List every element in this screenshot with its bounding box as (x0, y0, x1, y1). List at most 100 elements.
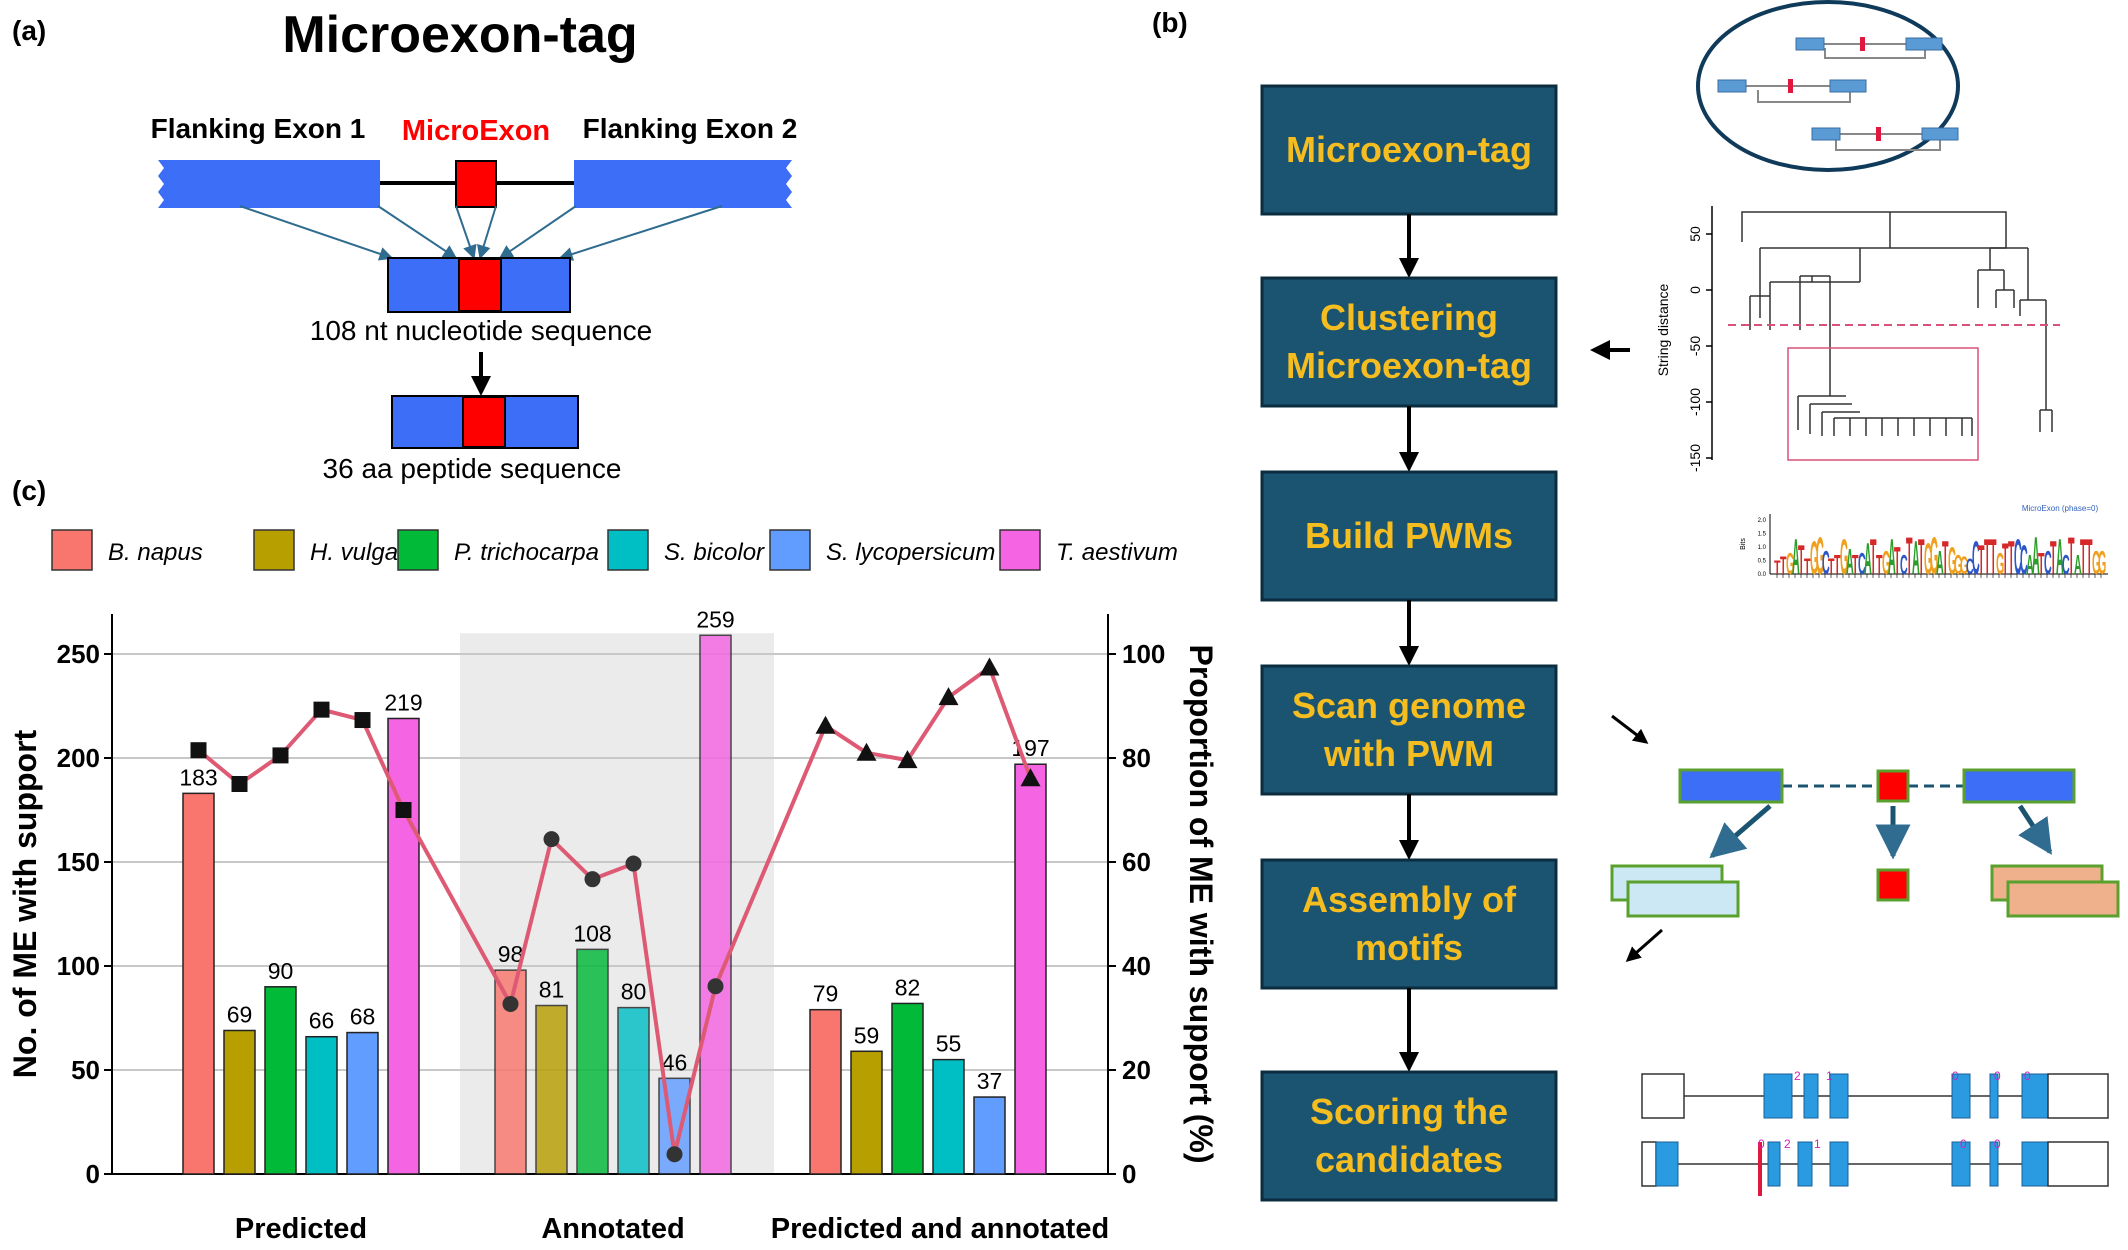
pwm-letter: G (1786, 546, 1794, 581)
transcript-oval (1696, 0, 1960, 172)
pwm-y-label: Bits (1740, 538, 1747, 550)
pwm-letter: T (2038, 546, 2045, 581)
bar (617, 1006, 650, 1175)
pwm-letter: T (1804, 554, 1811, 580)
bar (932, 1058, 965, 1175)
exon-sketch (1905, 37, 1943, 51)
legend-label-4: S. bicolor (664, 539, 765, 566)
pwm-letter: G (1924, 534, 1932, 584)
pwm-letter: T (1834, 550, 1841, 580)
bar (223, 1029, 256, 1175)
proportion-marker-circle (666, 1146, 683, 1163)
motif-box-right-front (2006, 880, 2120, 918)
scoring-utr-right (2047, 1073, 2109, 1119)
pwm-letter: T (1780, 552, 1787, 581)
proportion-marker-triangle (897, 750, 918, 769)
arrow (377, 205, 458, 259)
workflow-step-1 (1260, 84, 1558, 216)
dendrogram-branch (2039, 409, 2053, 432)
scoring-exon (1989, 1141, 1999, 1187)
bar (305, 1035, 338, 1175)
scoring-phase-mark: 2 (1794, 1069, 1801, 1083)
microexon-sketch (1788, 79, 1793, 93)
pwm-letter: T (1978, 537, 1985, 584)
scoring-phase-mark: 0 (1994, 1137, 2001, 1151)
dendrogram: 500-50-100-150 String distance (1655, 206, 2060, 472)
pwm-letter: T (1918, 528, 1925, 585)
exon-sketch (1829, 79, 1867, 93)
workflow-step-3-label: Build PWMs (1305, 515, 1513, 556)
pwm-letter: C (1966, 554, 1974, 580)
arrow (2017, 804, 2053, 855)
bar-value-label: 108 (573, 920, 611, 946)
pwm-letter: A (2056, 528, 2064, 585)
connector (1757, 90, 1851, 103)
proportion-marker-square (354, 712, 371, 729)
bar-value-label: 59 (854, 1022, 880, 1048)
legend-swatch-4 (607, 529, 649, 571)
pwm-letter: G (2098, 544, 2106, 582)
y-tick-label: 50 (71, 1055, 100, 1085)
scoring-phase-mark: 0 (1758, 1137, 1765, 1151)
scoring-utr-left (1641, 1141, 1657, 1187)
pwm-y-tick-label: 1.0 (1758, 545, 1767, 551)
scan-schematic (1610, 714, 2120, 962)
dendrogram-tick-label: 0 (1687, 286, 1703, 294)
scoring-exon (1655, 1141, 1679, 1187)
proportion-marker-circle (543, 831, 560, 848)
pwm-letter: G (1996, 546, 2004, 581)
panel-a: (a) Microexon-tag Flanking Exon 1 MicroE… (12, 6, 797, 484)
pwm-letter: G (1882, 544, 1890, 582)
y2-tick-label: 80 (1122, 743, 1151, 773)
bar (973, 1096, 1006, 1175)
scoring-microexon (1758, 1142, 1762, 1196)
scoring-phase-mark: 1 (1814, 1137, 1821, 1151)
proportion-marker-square (313, 701, 330, 718)
proportion-marker-square (272, 747, 289, 764)
y2-tick-label: 100 (1122, 639, 1165, 669)
arrow (239, 205, 394, 261)
bar-value-label: 66 (309, 1008, 335, 1034)
panel-c-label: (c) (12, 475, 46, 506)
flanking-exon-2-label: Flanking Exon 2 (583, 113, 798, 144)
pwm-letter: A (1912, 533, 1920, 585)
x-category-label: Predicted and annotated (771, 1213, 1109, 1245)
arrow (498, 205, 577, 259)
scoring-exon (2021, 1141, 2049, 1187)
proportion-marker-square (231, 776, 248, 792)
panel-b: (b) Microexon-tagClusteringMicroexon-tag… (1152, 0, 2120, 1202)
microexon-sketch (1860, 37, 1865, 51)
pwm-y-tick-label: 2.0 (1758, 518, 1767, 524)
scoring-exon (2021, 1073, 2049, 1119)
bar-value-label: 68 (350, 1004, 376, 1030)
pwm-letter: C (2020, 537, 2028, 584)
dendrogram-branch (1809, 403, 1852, 434)
pwm-letter: T (1984, 528, 1991, 585)
pwm-letter: T (2050, 533, 2057, 585)
workflow-step-5 (1260, 858, 1558, 990)
dendrogram-branch (1797, 395, 1846, 430)
scan-exon-left (1678, 768, 1784, 804)
exon-sketch (1717, 79, 1747, 93)
scoring-phase-mark: 0 (1960, 1137, 1967, 1151)
scoring-exon (1767, 1141, 1781, 1187)
flanking-exon-2 (574, 160, 792, 208)
y-tick-label: 200 (57, 743, 100, 773)
x-category-label: Annotated (541, 1213, 684, 1245)
bar (1014, 763, 1047, 1175)
legend-label-1: B. napus (108, 539, 203, 566)
pwm-letter: G (1810, 533, 1818, 585)
workflow-step-2-label: Microexon-tag (1286, 345, 1532, 386)
scan-exon-right (1962, 768, 2076, 804)
pwm-letter: T (1894, 540, 1901, 584)
scoring-phase-mark: 2 (1784, 1137, 1791, 1151)
bar (699, 634, 732, 1175)
pwm-letter: T (1906, 527, 1913, 587)
bar (264, 986, 297, 1175)
pwm-letter: G (2092, 544, 2100, 582)
cluster-highlight-box (1787, 347, 1979, 461)
